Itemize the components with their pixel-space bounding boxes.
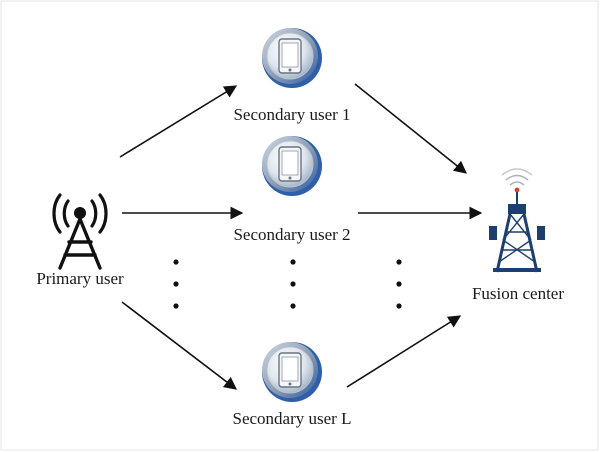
radio-tower-icon [52,193,108,270]
smartphone-badge-icon [261,27,323,89]
arrow-su1-to-fusion [354,83,467,174]
smartphone-badge-icon [261,341,323,403]
secondary-user-2-label: Secondary user 2 [233,225,350,244]
secondary-user-l-label: Secondary user L [233,409,352,428]
cell-tower-icon [489,168,545,273]
arrow-primary-to-sul [121,301,238,390]
secondary-user-1-label: Secondary user 1 [233,105,350,124]
fusion-center-label: Fusion center [472,284,564,303]
primary-user-label: Primary user [36,269,124,288]
arrow-primary-to-su1 [119,85,238,158]
arrow-sul-to-fusion [346,315,462,388]
ellipsis-dots [173,259,402,309]
smartphone-badge-icon [261,135,323,197]
